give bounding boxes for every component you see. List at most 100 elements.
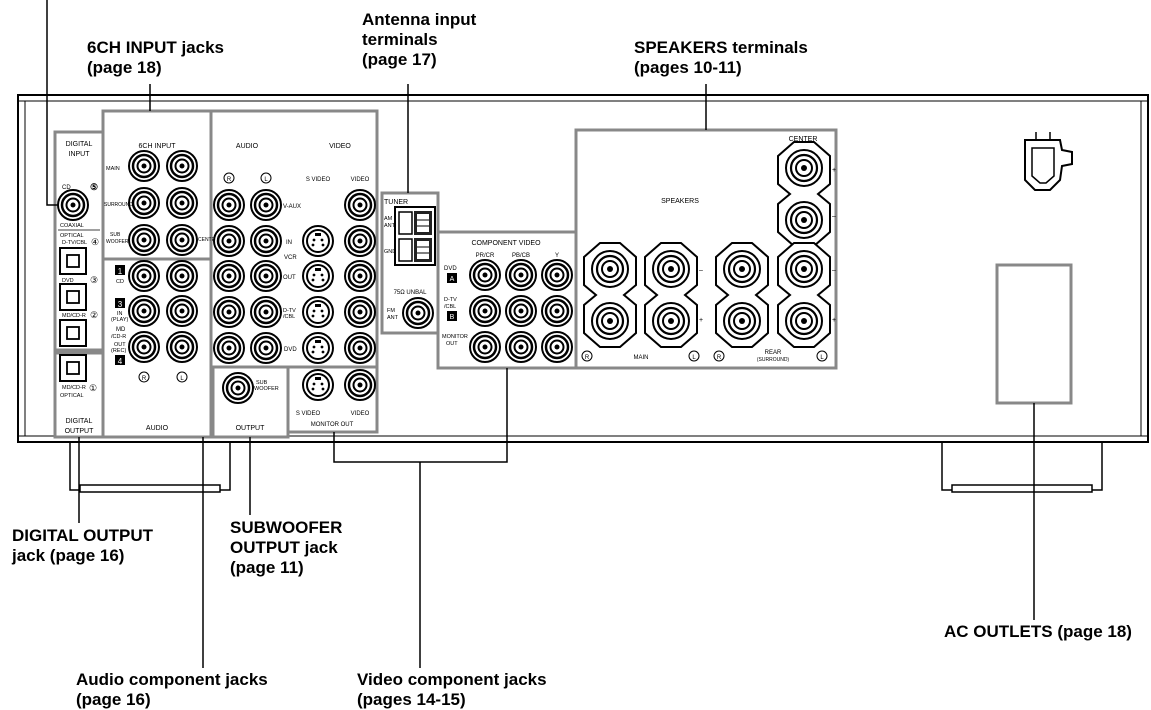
dtv-audio-r-jack[interactable]	[212, 295, 246, 329]
six-ch-surround-l-jack[interactable]	[127, 186, 161, 220]
audio-cd-r-jack[interactable]	[165, 259, 199, 293]
comp-dtv-pr-jack[interactable]	[468, 294, 502, 328]
six-ch-main-r-jack[interactable]	[165, 149, 199, 183]
vaux-video-jack[interactable]	[343, 188, 377, 222]
av-audio-label: AUDIO	[236, 143, 259, 150]
vcr-out-video-jack[interactable]	[343, 259, 377, 293]
vaux-audio-l-jack[interactable]	[249, 188, 283, 222]
audio-md-in-r-jack[interactable]	[165, 294, 199, 328]
tuner-section: TUNER AM ANT GND 75Ω UNBAL FM ANT	[384, 199, 436, 330]
comp-dvd-y-jack[interactable]	[540, 258, 574, 292]
dvd-svideo-jack[interactable]	[302, 332, 334, 364]
digital-cd-label: CD	[62, 185, 71, 191]
digital-output-label-1: DIGITAL	[66, 418, 93, 425]
vaux-audio-r-jack[interactable]	[212, 188, 246, 222]
callout-antenna-line-1: Antenna input	[362, 10, 477, 29]
fm-label: FM	[387, 308, 395, 314]
subwoofer-output-jack[interactable]	[221, 371, 255, 405]
optical-out-jack[interactable]	[59, 354, 87, 382]
audio-md-out-l-jack[interactable]	[127, 330, 161, 364]
audio-box-label: AUDIO	[146, 425, 169, 432]
coaxial-cd-jack[interactable]	[56, 188, 90, 222]
rear-minus-label: –	[832, 267, 836, 274]
audio-r-marker: R	[142, 376, 147, 382]
digital-num-4-label: ④	[91, 237, 99, 247]
audio-l-marker: L	[180, 376, 184, 382]
dvd-audio-r-jack[interactable]	[212, 331, 246, 365]
comp-dtv-pb-jack[interactable]	[504, 294, 538, 328]
dvd-audio-l-jack[interactable]	[249, 331, 283, 365]
audio-cd-label: CD	[116, 279, 124, 285]
comp-dvd-pb-jack[interactable]	[504, 258, 538, 292]
six-ch-center-jack[interactable]	[165, 223, 199, 257]
comp-monitor-pr-jack[interactable]	[468, 330, 502, 364]
am-ant-terminal[interactable]	[398, 211, 413, 235]
digital-output-label-2: OUTPUT	[65, 428, 95, 435]
six-ch-subwoofer-jack[interactable]	[127, 223, 161, 257]
callout-six-ch-input: 6CH INPUT jacks (page 18)	[87, 38, 224, 78]
comp-a-label: A	[450, 276, 455, 283]
dvd-label: DVD	[284, 347, 297, 353]
optical-md-cdr-label: MD/CD-R	[62, 313, 86, 319]
audio-video-section: AUDIO VIDEO R L S VIDEO VIDEO V-AUX IN V…	[212, 143, 377, 432]
comp-monitor-pb-jack[interactable]	[504, 330, 538, 364]
vcr-in-video-jack[interactable]	[343, 224, 377, 258]
main-minus-label: –	[699, 267, 703, 274]
comp-dtv-label: D-TV	[444, 297, 457, 303]
optical-md-cdr-in-jack[interactable]	[59, 319, 87, 347]
callout-video-component-line-2: (pages 14-15)	[357, 690, 466, 709]
six-ch-main-l-jack[interactable]	[127, 149, 161, 183]
vcr-in-svideo-jack[interactable]	[302, 225, 334, 257]
audio-num-1-label: 1	[118, 267, 123, 276]
optical-dtv-cbl-label: D-TV/CBL	[62, 240, 87, 246]
six-ch-input-label: 6CH INPUT	[139, 143, 177, 150]
vcr-out-audio-r-jack[interactable]	[212, 259, 246, 293]
callout-six-ch-line-2: (page 18)	[87, 58, 162, 77]
callout-antenna-input: Antenna input terminals (page 17)	[362, 10, 476, 70]
dvd-video-jack[interactable]	[343, 331, 377, 365]
optical-dvd-jack[interactable]	[59, 283, 87, 311]
callout-leader-lines	[46, 0, 1035, 668]
dtv-svideo-jack[interactable]	[302, 296, 334, 328]
gnd-terminal[interactable]	[398, 238, 413, 262]
dtv-audio-l-jack[interactable]	[249, 295, 283, 329]
comp-monitor-y-jack[interactable]	[540, 330, 574, 364]
comp-dvd-pr-jack[interactable]	[468, 258, 502, 292]
monitor-svideo-label: S VIDEO	[296, 411, 321, 417]
callout-digital-output-line-2: jack (page 16)	[12, 546, 125, 565]
callout-video-component-line-1: Video component jacks	[357, 670, 547, 689]
unbal-label: 75Ω UNBAL	[394, 290, 427, 296]
optical-dtv-cbl-jack[interactable]	[59, 247, 87, 275]
audio-md-in-l-jack[interactable]	[127, 294, 161, 328]
vcr-out-label: OUT	[283, 275, 296, 281]
vcr-label: VCR	[284, 255, 297, 261]
av-svideo-top-label: S VIDEO	[306, 177, 331, 183]
main-l-marker: L	[692, 355, 696, 361]
dtv-video-jack[interactable]	[343, 295, 377, 329]
optical-label: OPTICAL	[60, 233, 84, 239]
group-boxes	[53, 109, 1073, 439]
subwoofer-woofer-label: WOOFER	[254, 386, 279, 392]
six-ch-surround-r-jack[interactable]	[165, 186, 199, 220]
comp-dvd-label: DVD	[444, 266, 457, 272]
vcr-out-audio-l-jack[interactable]	[249, 259, 283, 293]
vcr-in-audio-r-jack[interactable]	[212, 224, 246, 258]
vcr-out-svideo-jack[interactable]	[302, 260, 334, 292]
monitor-out-video-jack[interactable]	[343, 368, 377, 402]
monitor-out-svideo-jack[interactable]	[302, 369, 334, 401]
vcr-in-audio-l-jack[interactable]	[249, 224, 283, 258]
callout-subwoofer-output: SUBWOOFER OUTPUT jack (page 11)	[230, 518, 342, 578]
audio-md-out-r-jack[interactable]	[165, 330, 199, 364]
audio-cd-l-jack[interactable]	[127, 259, 161, 293]
fm-antenna-jack[interactable]	[401, 296, 435, 330]
callout-digital-output: DIGITAL OUTPUT jack (page 16)	[12, 526, 153, 566]
digital-num-3-label: ③	[90, 275, 98, 285]
comp-monitor-label: MONITOR	[442, 334, 468, 340]
callout-ac-outlets-line-1: AC OUTLETS (page 18)	[944, 622, 1132, 641]
comp-dtv-y-jack[interactable]	[540, 294, 574, 328]
av-l-marker: L	[264, 177, 268, 183]
dtv-label: D-TV	[283, 308, 296, 314]
power-cord-icon	[1024, 132, 1073, 191]
monitor-out-box	[286, 365, 379, 434]
